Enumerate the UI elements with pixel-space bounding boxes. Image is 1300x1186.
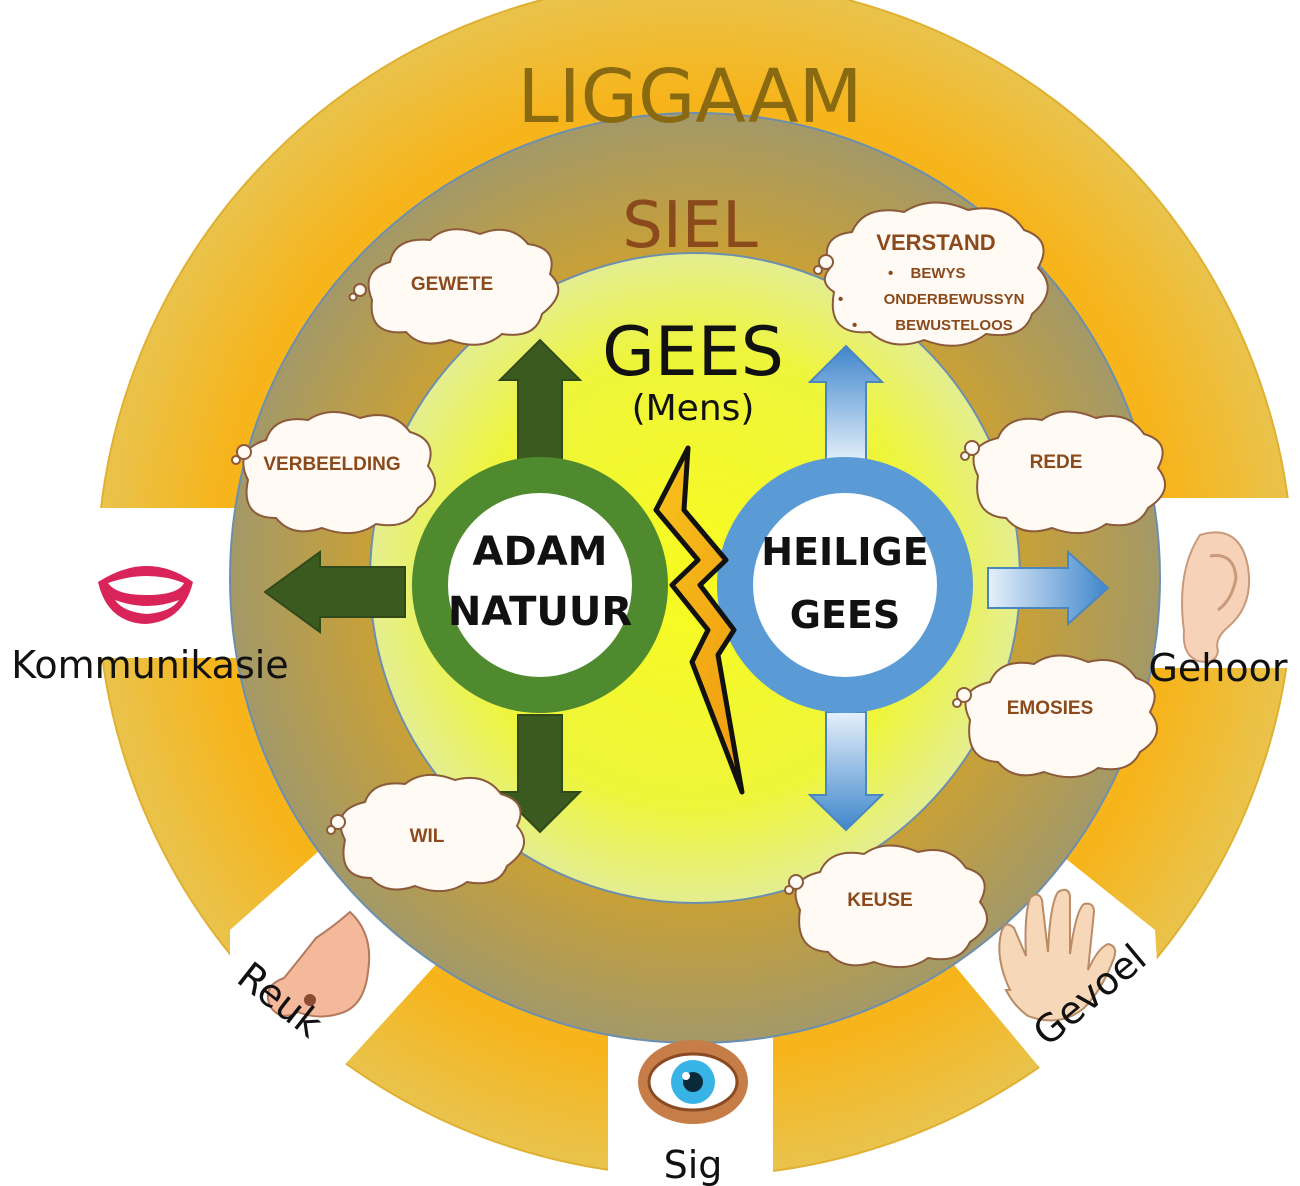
- spirit-subtitle: (Mens): [632, 388, 755, 429]
- body-label: LIGGAAM: [518, 54, 863, 140]
- nose-icon: [266, 910, 371, 1018]
- verstand-label: VERSTAND: [876, 230, 995, 255]
- heilige-label-1: HEILIGE: [761, 530, 928, 574]
- emosies-label: EMOSIES: [1007, 698, 1094, 719]
- verstand-bullet-2: •: [838, 291, 843, 308]
- lightning-bolt-icon: [653, 445, 745, 795]
- ear-icon: [1181, 531, 1251, 663]
- adam-label-1: ADAM: [473, 529, 608, 575]
- verstand-item-bewys: BEWYS: [910, 265, 965, 282]
- cloud-emosies: EMOSIES: [952, 654, 1159, 779]
- keuse-label: KEUSE: [847, 890, 912, 911]
- arrow-right-blue-icon: [987, 549, 1110, 627]
- eye-icon: [638, 1040, 748, 1124]
- arrow-up-blue-icon: [807, 344, 885, 464]
- arrow-left-icon: [263, 550, 406, 634]
- cloud-wil: WIL: [326, 773, 526, 893]
- arrow-down-icon: [497, 714, 583, 834]
- sig-label: Sig: [664, 1143, 723, 1186]
- heilige-label-2: GEES: [790, 593, 900, 637]
- kommunikasie-label: Kommunikasie: [11, 643, 288, 687]
- arrow-down-blue-icon: [807, 711, 885, 832]
- arrow-up-icon: [497, 338, 583, 466]
- cloud-verbeelding: VERBEELDING: [231, 411, 437, 535]
- cloud-gewete: GEWETE: [348, 228, 560, 346]
- verstand-item-onderbewussyn: ONDERBEWUSSYN: [884, 291, 1025, 308]
- rede-label: REDE: [1030, 452, 1083, 473]
- gewete-label: GEWETE: [411, 274, 493, 295]
- adam-arrows: [263, 338, 583, 834]
- soul-label: SIEL: [622, 189, 758, 263]
- heilige-gees-ring: [717, 457, 973, 713]
- mouth-icon: [98, 566, 193, 624]
- wil-label: WIL: [410, 826, 445, 847]
- spirit-title: GEES: [602, 313, 784, 392]
- cloud-rede: REDE: [960, 410, 1167, 535]
- verstand-item-bewusteloos: BEWUSTELOOS: [895, 317, 1013, 334]
- verstand-bullet-3: •: [852, 317, 857, 334]
- hand-icon: [998, 888, 1117, 1022]
- gehoor-label: Gehoor: [1148, 646, 1287, 690]
- verbeelding-label: VERBEELDING: [263, 454, 400, 475]
- adam-natuur-ring: [412, 457, 668, 713]
- verstand-bullet-1: •: [888, 265, 893, 282]
- adam-label-2: NATUUR: [448, 589, 632, 635]
- cloud-keuse: KEUSE: [784, 844, 989, 969]
- cloud-verstand: VERSTAND • BEWYS • ONDERBEWUSSYN • BEWUS…: [813, 201, 1049, 347]
